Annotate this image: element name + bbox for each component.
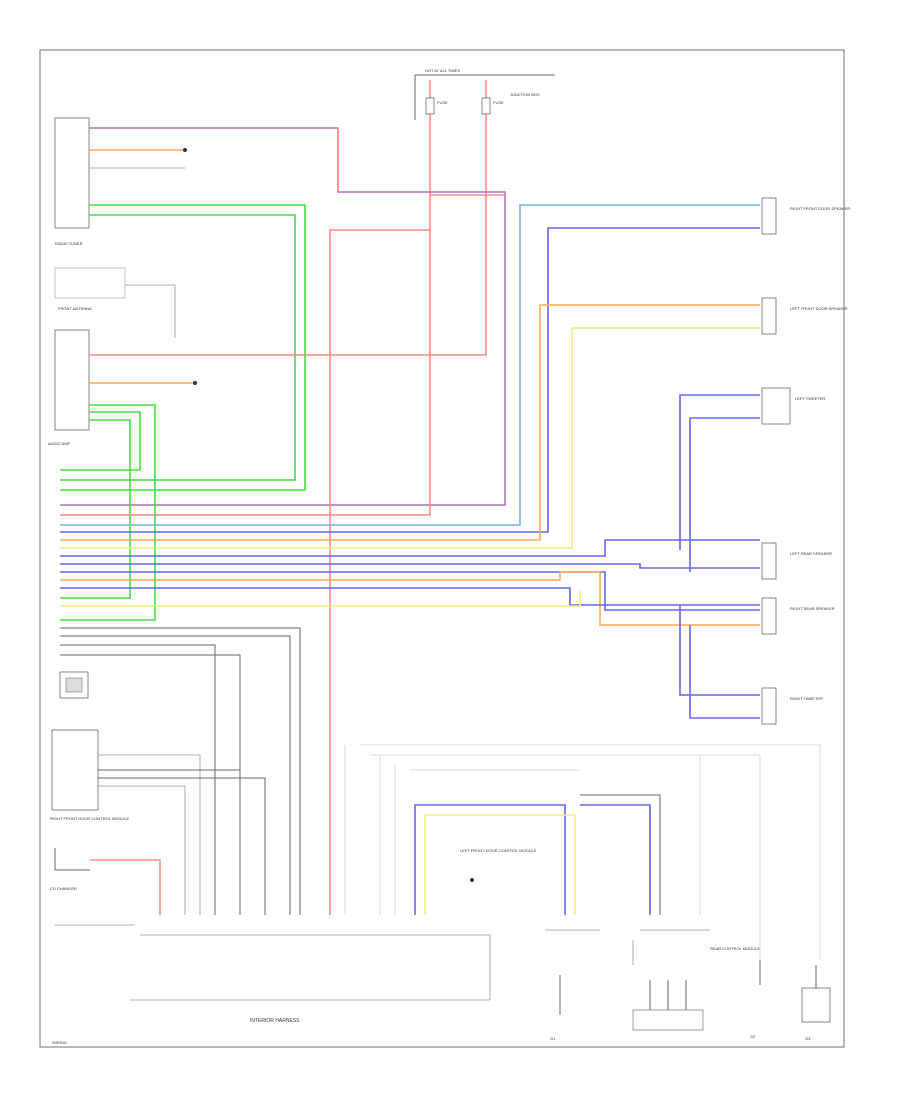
speaker-lt-label: LEFT TWEETER xyxy=(795,396,825,401)
lf-module-label: LEFT FRONT DOOR CONTROL MODULE xyxy=(460,848,537,853)
audio-amplifier: AUDIO AMP xyxy=(48,329,90,446)
speaker-left-front: LEFT FRONT DOOR SPEAKER xyxy=(761,297,848,335)
radio-wires xyxy=(60,127,506,506)
amplifier-label: AUDIO AMP xyxy=(48,441,71,446)
speaker-lr-label: LEFT REAR SPEAKER xyxy=(790,551,832,556)
cd-changer: CD CHANGER xyxy=(50,848,161,926)
ground-g3: G3 xyxy=(801,965,831,1041)
radio-label: RADIO TUNER xyxy=(55,241,83,246)
fuse-2 xyxy=(481,97,491,115)
diagram-frame xyxy=(39,49,845,1048)
radio-tuner: RADIO TUNER xyxy=(54,117,90,246)
speaker-rf-label: RIGHT FRONT DOOR SPEAKER xyxy=(790,206,850,211)
speaker-right-tweeter: RIGHT TWEETER xyxy=(761,687,823,725)
power-wires xyxy=(60,194,505,915)
speaker-feed-wires xyxy=(60,204,760,626)
fuse-1 xyxy=(425,97,435,115)
harness-gray-lines xyxy=(344,744,821,960)
speaker-right-front: RIGHT FRONT DOOR SPEAKER xyxy=(761,197,850,235)
tweeter-rear-wires xyxy=(679,394,760,719)
fuse-supply: HOT AT ALL TIMES FUSE FUSE JUNCTION BOX xyxy=(414,68,555,230)
speaker-rt-label: RIGHT TWEETER xyxy=(790,696,823,701)
speaker-left-rear: LEFT REAR SPEAKER xyxy=(761,542,832,580)
harness-connectors: INTERIOR HARNESS xyxy=(130,929,710,1024)
rear-module-label: REAR CONTROL MODULE xyxy=(710,946,760,951)
fuse-2-label: FUSE xyxy=(493,100,504,105)
fuse-title-label: HOT AT ALL TIMES xyxy=(425,68,460,73)
fuse-1-label: FUSE xyxy=(437,100,448,105)
front-antenna: FRONT ANTENNA xyxy=(54,267,176,338)
cd-module-label: CD CHANGER xyxy=(50,886,77,891)
speaker-right-rear: RIGHT REAR SPEAKER xyxy=(761,597,835,635)
ground-g2: G2 xyxy=(750,960,761,1039)
speaker-left-tweeter: LEFT TWEETER xyxy=(761,387,825,425)
amplifier-wires xyxy=(60,195,487,621)
ground2-label: G2 xyxy=(750,1034,756,1039)
ground-g1: G1 xyxy=(550,975,561,1041)
footer-label: WIRING xyxy=(52,1040,67,1045)
speaker-lf-label: LEFT FRONT DOOR SPEAKER xyxy=(790,306,848,311)
rf-door-module: RIGHT FRONT DOOR CONTROL MODULE xyxy=(50,729,266,915)
rf-module-label: RIGHT FRONT DOOR CONTROL MODULE xyxy=(50,816,129,821)
ground-connector-left xyxy=(59,671,89,699)
ground1-label: G1 xyxy=(550,1036,556,1041)
ground3-label: G3 xyxy=(805,1036,811,1041)
harness-label: INTERIOR HARNESS xyxy=(250,1018,300,1024)
lf-door-wiring: LEFT FRONT DOOR CONTROL MODULE xyxy=(414,794,661,915)
speaker-rr-label: RIGHT REAR SPEAKER xyxy=(790,606,835,611)
fuse-box-label: JUNCTION BOX xyxy=(510,92,540,97)
front-antenna-label: FRONT ANTENNA xyxy=(58,306,92,311)
rear-control-module: REAR CONTROL MODULE xyxy=(632,940,760,1031)
